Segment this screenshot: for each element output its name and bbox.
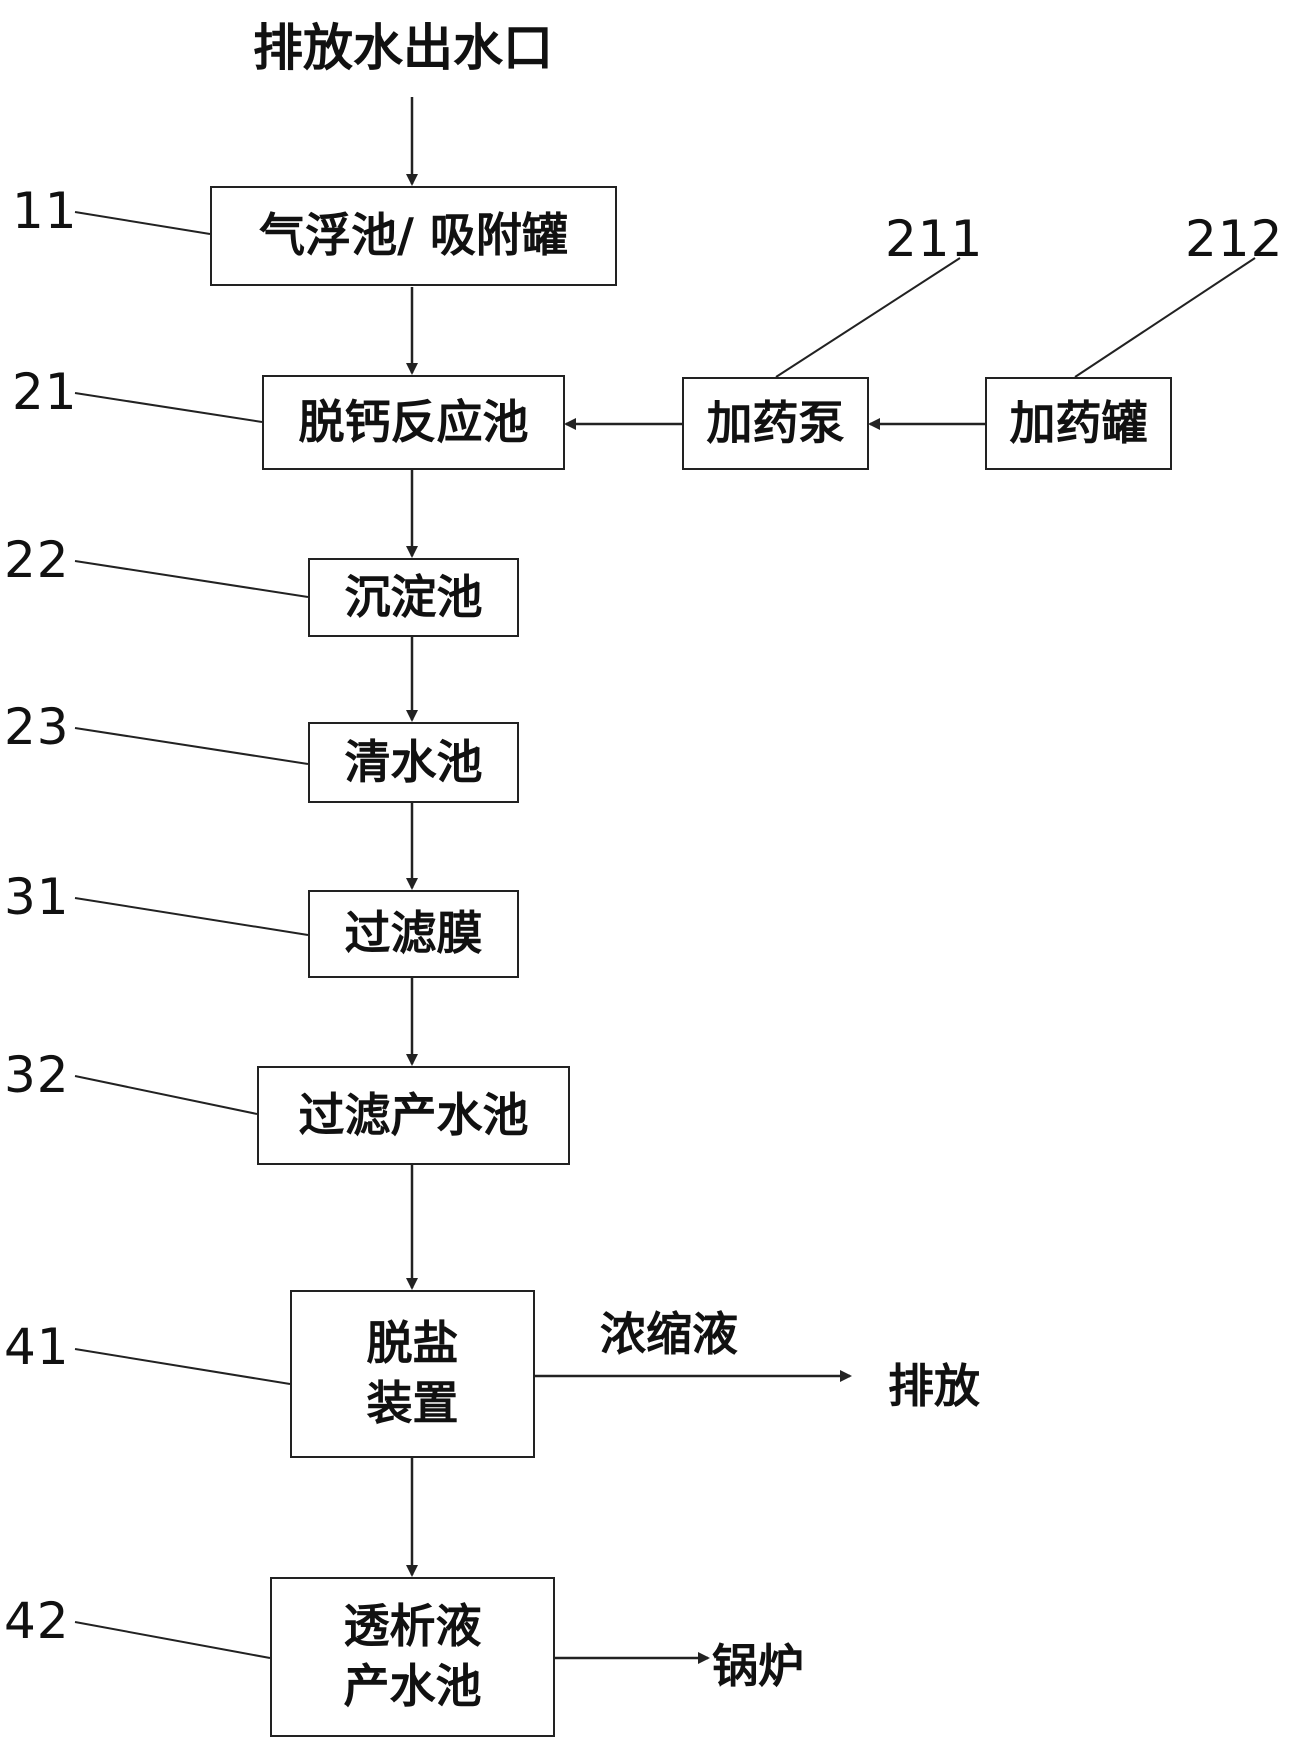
leader-31 xyxy=(74,897,309,936)
ref-212: 212 xyxy=(1185,210,1284,268)
leader-22 xyxy=(74,560,309,598)
leader-42 xyxy=(74,1621,271,1659)
box-11-label: 气浮池/ 吸附罐 xyxy=(259,208,568,263)
box-21-decalcification: 脱钙反应池 xyxy=(262,375,565,470)
box-31-filter-membrane: 过滤膜 xyxy=(308,890,519,978)
ref-41: 41 xyxy=(4,1318,70,1376)
leader-21 xyxy=(74,392,263,423)
label-concentrate: 浓缩液 xyxy=(600,1307,738,1361)
ref-211: 211 xyxy=(885,210,984,268)
leader-212 xyxy=(1074,257,1256,378)
box-41-desalination: 脱盐 装置 xyxy=(290,1290,535,1458)
box-211-label: 加药泵 xyxy=(706,395,845,450)
ref-42: 42 xyxy=(4,1592,70,1650)
box-42-label-line1: 透析液 xyxy=(343,1599,482,1654)
leader-211 xyxy=(775,257,961,378)
leader-23 xyxy=(74,727,309,765)
box-212-label: 加药罐 xyxy=(1009,395,1148,450)
ref-21: 21 xyxy=(12,363,78,421)
leader-32 xyxy=(74,1075,258,1115)
ref-11: 11 xyxy=(12,182,78,240)
box-31-label: 过滤膜 xyxy=(344,906,483,961)
ref-31: 31 xyxy=(4,868,70,926)
box-42-label-line2: 产水池 xyxy=(343,1659,482,1713)
box-41-label-line2: 装置 xyxy=(366,1376,459,1430)
box-41-label-line1: 脱盐 xyxy=(366,1316,459,1371)
ref-32: 32 xyxy=(4,1046,70,1104)
box-22-label: 沉淀池 xyxy=(344,569,483,624)
box-211-dosing-pump: 加药泵 xyxy=(682,377,869,470)
box-212-dosing-tank: 加药罐 xyxy=(985,377,1172,470)
box-32-label: 过滤产水池 xyxy=(298,1087,529,1142)
label-discharge: 排放 xyxy=(888,1359,980,1413)
ref-23: 23 xyxy=(4,698,70,756)
box-23-label: 清水池 xyxy=(344,734,483,789)
ref-22: 22 xyxy=(4,531,70,589)
leader-11 xyxy=(74,211,211,235)
box-32-filtered-water: 过滤产水池 xyxy=(257,1066,570,1165)
box-42-dialysate: 透析液 产水池 xyxy=(270,1577,555,1737)
label-boiler: 锅炉 xyxy=(712,1639,804,1693)
box-11-flotation: 气浮池/ 吸附罐 xyxy=(210,186,617,286)
leader-41 xyxy=(74,1348,291,1385)
box-21-label: 脱钙反应池 xyxy=(298,394,529,449)
title-inlet: 排放水出水口 xyxy=(253,19,553,77)
box-23-clear-water: 清水池 xyxy=(308,722,519,803)
box-22-sedimentation: 沉淀池 xyxy=(308,558,519,637)
